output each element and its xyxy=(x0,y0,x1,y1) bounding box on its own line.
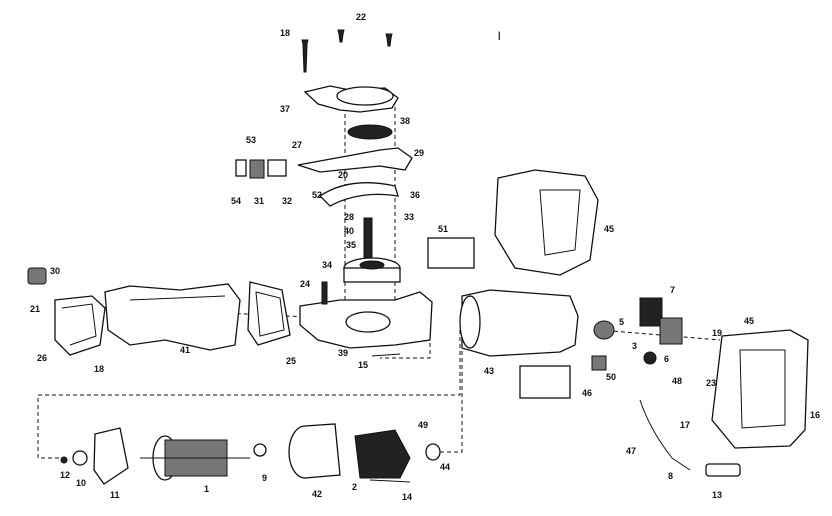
callout-label-48: 48 xyxy=(672,376,682,386)
plug-13 xyxy=(705,463,741,477)
callout-label-5: 5 xyxy=(619,317,624,327)
switch-7 xyxy=(639,297,683,345)
spring-36 xyxy=(318,182,399,207)
shaft-40-35 xyxy=(363,217,373,259)
gear-38 xyxy=(347,124,393,140)
part-46-50 xyxy=(591,355,607,371)
field-42 xyxy=(288,423,341,479)
bearing-9 xyxy=(253,443,267,457)
gear-housing-34 xyxy=(343,257,401,283)
callout-label-16: 16 xyxy=(810,410,820,420)
cord-47 xyxy=(639,399,691,471)
screw-14 xyxy=(369,479,411,483)
callout-label-43: 43 xyxy=(484,366,494,376)
brush-holder-31 xyxy=(249,159,265,179)
washer-12 xyxy=(60,456,68,464)
callout-label-9: 9 xyxy=(262,473,267,483)
top-cover-plate xyxy=(303,85,399,113)
armature-1 xyxy=(140,435,250,481)
callout-label-25: 25 xyxy=(286,356,296,366)
shoe-26 xyxy=(54,295,106,356)
knob-30 xyxy=(27,267,47,285)
callout-label-52: 52 xyxy=(312,190,322,200)
gear-case-39 xyxy=(299,291,433,349)
callout-label-29: 29 xyxy=(414,148,424,158)
callout-label-49: 49 xyxy=(418,420,428,430)
callout-label-8: 8 xyxy=(668,471,673,481)
top-mark: | xyxy=(498,30,501,40)
callout-label-2: 2 xyxy=(352,482,357,492)
callout-label-39: 39 xyxy=(338,348,348,358)
bearing-10 xyxy=(72,450,88,466)
gasket-25 xyxy=(247,281,291,346)
callout-label-7: 7 xyxy=(670,285,675,295)
callout-label-19: 19 xyxy=(712,328,722,338)
callout-label-22: 22 xyxy=(356,12,366,22)
callout-label-14: 14 xyxy=(402,492,412,502)
callout-label-32: 32 xyxy=(282,196,292,206)
blade-clamp-29 xyxy=(297,147,413,173)
baffle-11 xyxy=(93,427,129,485)
callout-label-31: 31 xyxy=(254,196,264,206)
motor-housing-43 xyxy=(459,289,579,357)
callout-label-30: 30 xyxy=(50,266,60,276)
handle-half-45-bottom xyxy=(711,329,809,449)
callout-label-23: 23 xyxy=(706,378,716,388)
callout-label-34: 34 xyxy=(322,260,332,270)
callout-label-12: 12 xyxy=(60,470,70,480)
screw-15 xyxy=(371,353,401,357)
callout-label-40: 40 xyxy=(344,226,354,236)
callout-label-38a: 38 xyxy=(400,116,410,126)
callout-label-18b: 18 xyxy=(94,364,104,374)
callout-label-42: 42 xyxy=(312,489,322,499)
callout-label-50: 50 xyxy=(606,372,616,382)
callout-label-45a: 45 xyxy=(604,224,614,234)
callout-label-45b: 45 xyxy=(744,316,754,326)
pin-24 xyxy=(321,281,328,305)
callout-label-17: 17 xyxy=(680,420,690,430)
part-5 xyxy=(593,320,615,340)
callout-label-24: 24 xyxy=(300,279,310,289)
callout-label-10: 10 xyxy=(76,478,86,488)
callout-label-54: 54 xyxy=(231,196,241,206)
callout-label-37: 37 xyxy=(280,104,290,114)
callout-label-6: 6 xyxy=(664,354,669,364)
brush-32 xyxy=(267,159,287,177)
callout-label-13: 13 xyxy=(712,490,722,500)
callout-label-3: 3 xyxy=(632,341,637,351)
label-plate-center xyxy=(519,365,571,399)
callout-label-18a: 18 xyxy=(280,28,290,38)
callout-label-51: 51 xyxy=(438,224,448,234)
callout-label-41: 41 xyxy=(180,345,190,355)
callout-label-33: 33 xyxy=(404,212,414,222)
boot-41 xyxy=(104,283,241,351)
bushing-44 xyxy=(425,443,441,461)
plate-54 xyxy=(235,159,247,177)
callout-label-47: 47 xyxy=(626,446,636,456)
callout-label-28: 28 xyxy=(344,212,354,222)
handle-half-45-top xyxy=(494,169,599,276)
label-plate-51 xyxy=(427,237,475,269)
callout-label-44: 44 xyxy=(440,462,450,472)
assembly-guide-lines xyxy=(37,100,721,459)
callout-label-21: 21 xyxy=(30,304,40,314)
screw-22-right xyxy=(385,33,393,47)
callout-label-36: 36 xyxy=(410,190,420,200)
callout-label-26: 26 xyxy=(37,353,47,363)
callout-label-53: 53 xyxy=(246,135,256,145)
callout-label-1: 1 xyxy=(204,484,209,494)
brush-ring-2 xyxy=(354,429,411,479)
callout-label-20: 20 xyxy=(338,170,348,180)
screw-18-top xyxy=(301,39,309,73)
callout-label-27: 27 xyxy=(292,140,302,150)
callout-label-46: 46 xyxy=(582,388,592,398)
callout-label-15: 15 xyxy=(358,360,368,370)
callout-label-11: 11 xyxy=(110,490,120,500)
screw-22-left xyxy=(337,29,345,43)
callout-label-35: 35 xyxy=(346,240,356,250)
part-6 xyxy=(643,351,657,365)
